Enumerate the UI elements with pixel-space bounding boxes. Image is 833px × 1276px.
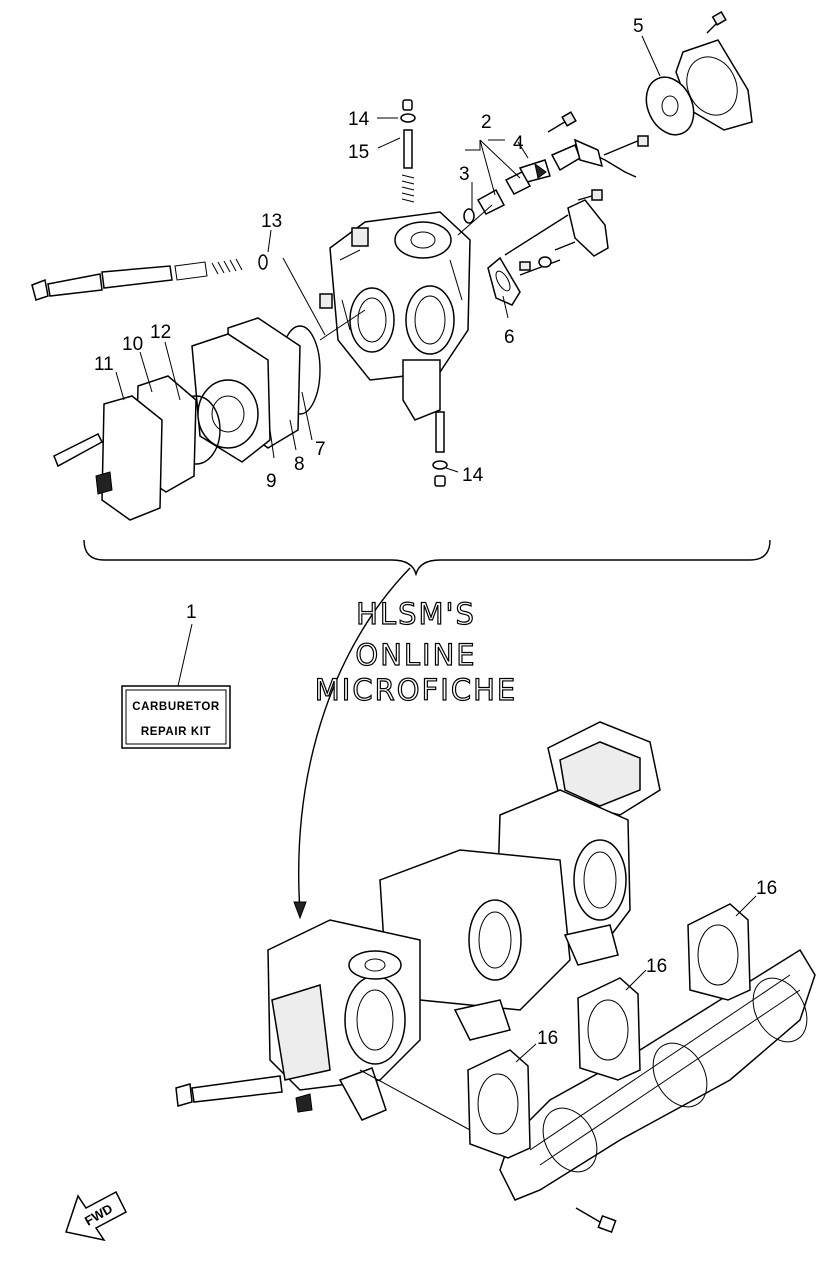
curved-arrow xyxy=(298,567,411,913)
part-2-3-needle-valve xyxy=(463,171,532,224)
carburetor-assembly-lower xyxy=(175,721,661,1121)
part-6-gasket-group xyxy=(487,189,609,306)
part-16-gaskets xyxy=(467,903,751,1159)
callout-16-middle: 16 xyxy=(646,956,667,977)
kit-leader-line xyxy=(177,623,193,687)
intake-manifold-plate xyxy=(499,948,816,1233)
grouping-brace xyxy=(83,539,771,577)
part-7-12-pump-stack xyxy=(53,317,321,521)
callout-12: 12 xyxy=(150,322,171,343)
part-14-lower-jet xyxy=(432,411,448,487)
callout-6: 6 xyxy=(504,327,515,348)
watermark-line1: HLSM'S xyxy=(356,597,476,631)
callout-11: 11 xyxy=(94,354,114,375)
part-14-15-upper-jet xyxy=(400,99,416,203)
leader-lines-lower xyxy=(359,895,757,1131)
callout-15: 15 xyxy=(348,142,369,163)
callout-14-upper: 14 xyxy=(348,109,370,130)
linkage-parts xyxy=(518,111,649,183)
carburetor-body-upper xyxy=(319,211,471,421)
callout-1: 1 xyxy=(186,602,197,623)
callout-5: 5 xyxy=(633,16,644,37)
callout-10: 10 xyxy=(122,334,143,355)
kit-label-line1: CARBURETOR xyxy=(132,701,220,713)
callout-9: 9 xyxy=(266,471,277,492)
kit-label-line2: REPAIR KIT xyxy=(141,726,211,738)
curved-arrow-head xyxy=(293,901,307,920)
watermark-line3: MICROFICHE xyxy=(315,673,517,707)
kit-label-outer-box xyxy=(121,685,231,749)
callout-14-lower: 14 xyxy=(462,465,484,486)
part-5-cover-group xyxy=(645,11,753,136)
forward-direction-indicator: FWD xyxy=(65,1190,127,1242)
callout-3: 3 xyxy=(459,164,470,185)
callout-2: 2 xyxy=(481,112,492,133)
callout-8: 8 xyxy=(294,454,305,475)
fwd-arrow-icon xyxy=(65,1190,127,1242)
leader-lines-upper xyxy=(115,35,661,473)
kit-label-inner-box xyxy=(125,689,227,745)
callout-16-right: 16 xyxy=(756,878,777,899)
part-13-pilot-screw xyxy=(31,254,268,301)
callout-16-left: 16 xyxy=(537,1028,558,1049)
callout-4: 4 xyxy=(513,133,524,154)
watermark-line2: ONLINE xyxy=(355,638,476,672)
callout-13: 13 xyxy=(261,211,282,232)
callout-7: 7 xyxy=(315,439,326,460)
